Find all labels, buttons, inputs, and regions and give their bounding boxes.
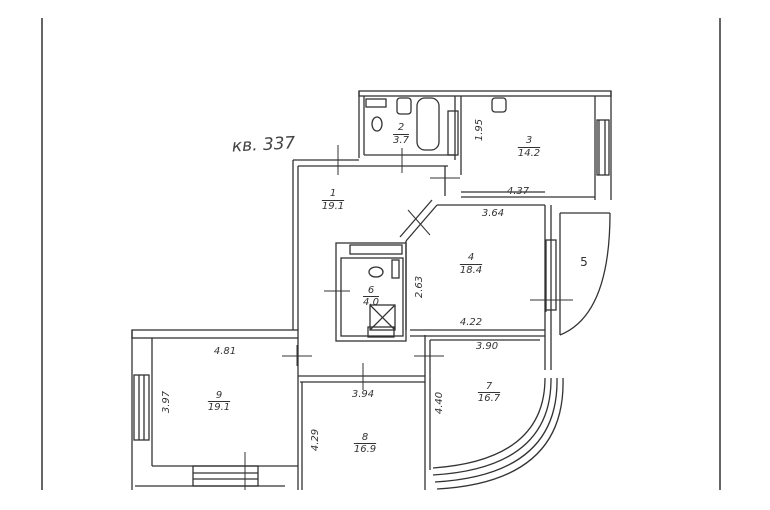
room-6-number: 6 bbox=[368, 285, 374, 296]
walls bbox=[131, 90, 612, 490]
window-room-9-bottom bbox=[192, 465, 259, 487]
room-9-number: 9 bbox=[216, 390, 222, 401]
dimension-1-95: 1.95 bbox=[474, 119, 485, 141]
room-2-number: 2 bbox=[398, 122, 404, 133]
dimension-3-64: 3.64 bbox=[482, 208, 504, 219]
dimension-4-22: 4.22 bbox=[460, 317, 482, 328]
room-4-number: 4 bbox=[468, 252, 474, 263]
room-2-area: 3.7 bbox=[393, 135, 410, 146]
dimension-3-94: 3.94 bbox=[352, 389, 374, 400]
room-9-area: 19.1 bbox=[208, 402, 230, 413]
room-7-number: 7 bbox=[486, 381, 493, 392]
window-room-4 bbox=[545, 239, 557, 311]
dimension-4-37: 4.37 bbox=[507, 186, 530, 197]
room-8-number: 8 bbox=[362, 432, 368, 443]
section-marks bbox=[244, 145, 573, 490]
room-3-number: 3 bbox=[526, 135, 532, 146]
room-1-number: 1 bbox=[330, 188, 336, 199]
room-3-area: 14.2 bbox=[518, 148, 540, 159]
room-1-area: 19.1 bbox=[322, 201, 344, 212]
dimension-4-29: 4.29 bbox=[310, 429, 321, 451]
dimension-4-81: 4.81 bbox=[214, 346, 236, 357]
dimension-2-63: 2.63 bbox=[414, 276, 425, 298]
dimension-3-97: 3.97 bbox=[161, 390, 172, 413]
room-4-area: 18.4 bbox=[460, 265, 482, 276]
room-5-number: 5 bbox=[580, 255, 588, 269]
room-6-area: 4.0 bbox=[363, 297, 379, 308]
dimension-4-40: 4.40 bbox=[434, 392, 445, 414]
apartment-label: кв. 337 bbox=[231, 133, 296, 156]
dimension-3-90: 3.90 bbox=[476, 341, 498, 352]
room-7-area: 16.7 bbox=[478, 393, 501, 404]
window-room-9 bbox=[133, 374, 150, 441]
room-8-area: 16.9 bbox=[354, 444, 376, 455]
window-room-3 bbox=[596, 119, 610, 176]
